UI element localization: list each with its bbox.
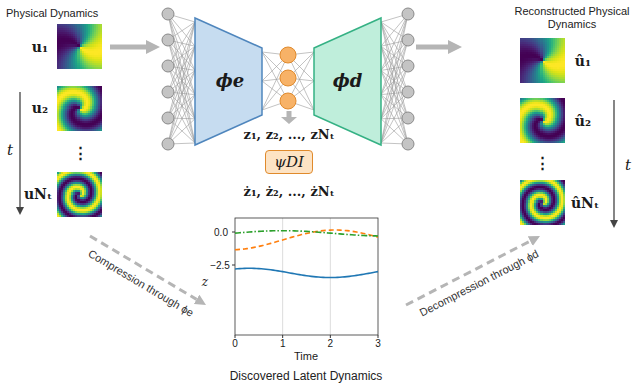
field-snapshot [57, 172, 102, 217]
field-snapshot [57, 24, 102, 69]
field-snapshots [57, 24, 565, 225]
field-snapshot [57, 86, 102, 131]
field-snapshot [520, 38, 565, 83]
pixel [100, 129, 102, 131]
pixel [100, 67, 102, 69]
field-snapshot [520, 98, 565, 143]
pixel [100, 215, 102, 217]
pixel [563, 81, 565, 83]
